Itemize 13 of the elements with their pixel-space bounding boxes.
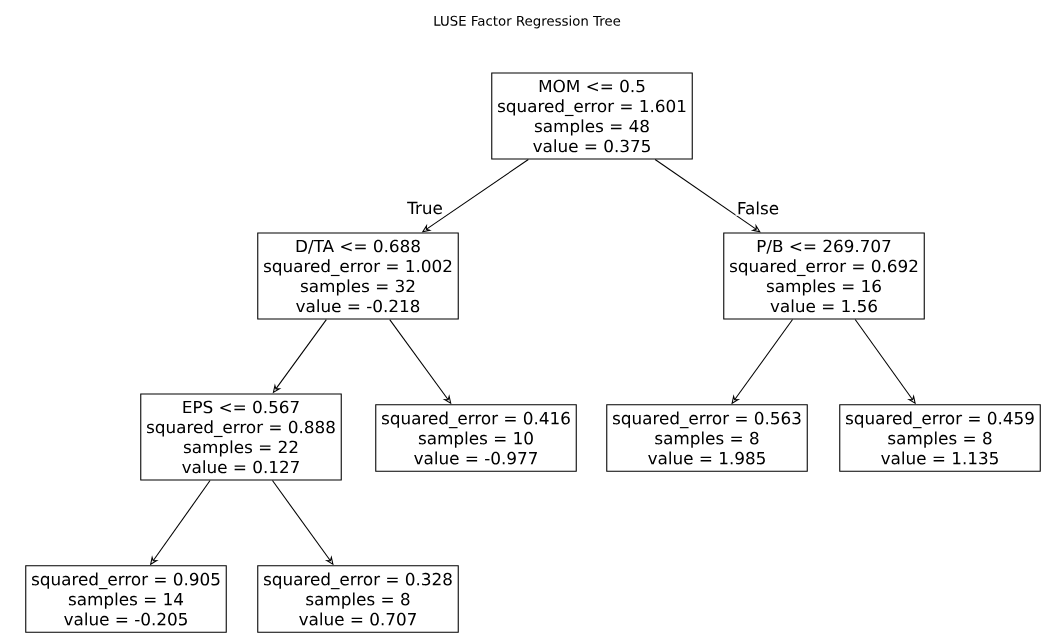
tree-node-box: D/TA <= 0.688 squared_error = 1.002 samples = 32 value = -0.218 — [257, 232, 459, 320]
edge-label: False — [735, 200, 781, 216]
tree-node-box: squared_error = 0.905 samples = 14 value = -0.205 — [25, 565, 227, 633]
arrow — [654, 159, 761, 233]
tree-node-box: squared_error = 0.328 samples = 8 value = 0.707 — [257, 565, 459, 633]
tree-node-box: EPS <= 0.567 squared_error = 0.888 samples = 22 value = 0.127 — [140, 393, 342, 481]
tree-node-box: squared_error = 0.416 samples = 10 value = -0.977 — [375, 404, 577, 472]
tree-node-box: squared_error = 0.563 samples = 8 value = 1.985 — [606, 404, 808, 472]
chart-title: LUSE Factor Regression Tree — [434, 15, 621, 29]
edge-label: True — [405, 200, 445, 216]
tree-node-box: squared_error = 0.459 samples = 8 value = 1.135 — [839, 404, 1041, 472]
tree-node-box: P/B <= 269.707 squared_error = 0.692 samples = 16 value = 1.56 — [723, 232, 925, 320]
tree-node-box: MOM <= 0.5 squared_error = 1.601 samples = 48 value = 0.375 — [491, 72, 693, 160]
